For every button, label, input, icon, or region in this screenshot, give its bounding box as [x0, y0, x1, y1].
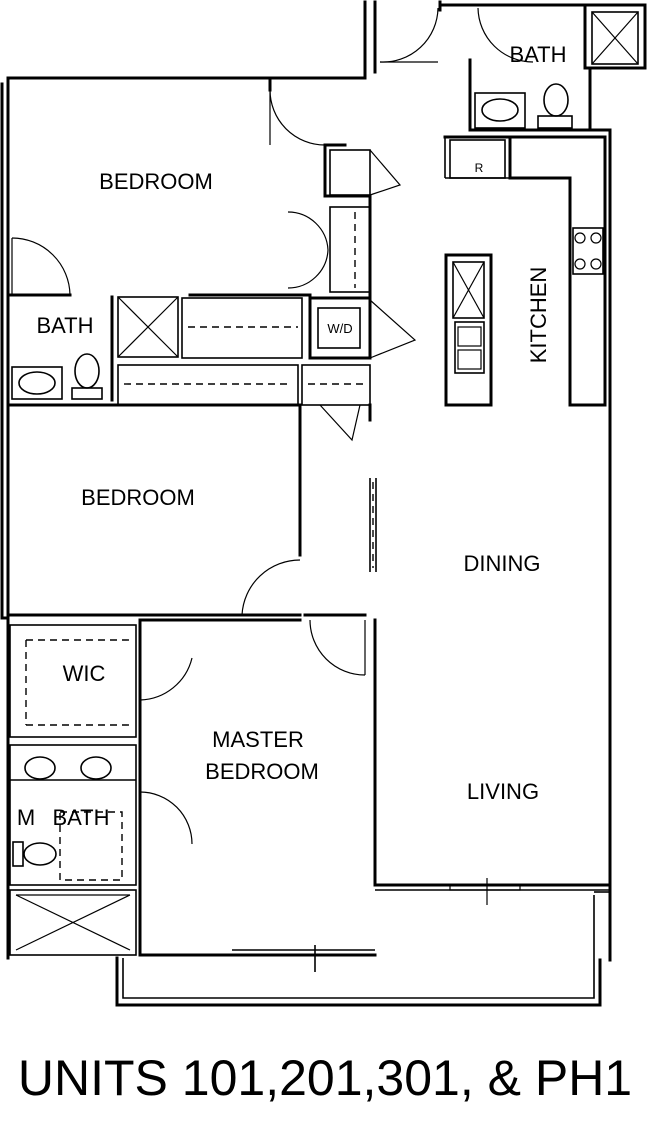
label-bath-1: BATH	[36, 313, 93, 338]
label-wic: WIC	[63, 661, 106, 686]
label-master-2: BEDROOM	[205, 759, 319, 784]
label-dining: DINING	[464, 551, 541, 576]
label-refrigerator: R	[475, 161, 484, 175]
corridor	[303, 403, 377, 887]
label-kitchen: KITCHEN	[526, 267, 551, 364]
bedroom-1	[6, 76, 402, 300]
label-m-bath: BATH	[52, 805, 109, 830]
bath-2	[379, 7, 639, 132]
kitchen	[443, 135, 607, 407]
wic	[9, 623, 193, 738]
label-bedroom-2: BEDROOM	[81, 485, 195, 510]
label-bath-2: BATH	[509, 42, 566, 67]
closets	[117, 296, 417, 442]
master-bath	[9, 618, 193, 957]
master-bedroom	[138, 618, 377, 972]
unit-caption: UNITS 101,201,301, & PH1	[17, 1050, 633, 1106]
bedroom-2	[6, 403, 302, 617]
label-washer-dryer: W/D	[327, 321, 352, 336]
balcony	[115, 891, 610, 1007]
label-master-1: MASTER	[212, 727, 304, 752]
living-dining	[373, 878, 612, 905]
room-labels: BEDROOM BATH BATH BEDROOM WIC MASTER BED…	[17, 42, 567, 830]
label-bedroom-1: BEDROOM	[99, 169, 213, 194]
label-m-bath-prefix: M	[17, 805, 35, 830]
label-living: LIVING	[467, 779, 539, 804]
exterior-walls	[0, 0, 647, 962]
floor-plan: BEDROOM BATH BATH BEDROOM WIC MASTER BED…	[0, 0, 647, 1007]
